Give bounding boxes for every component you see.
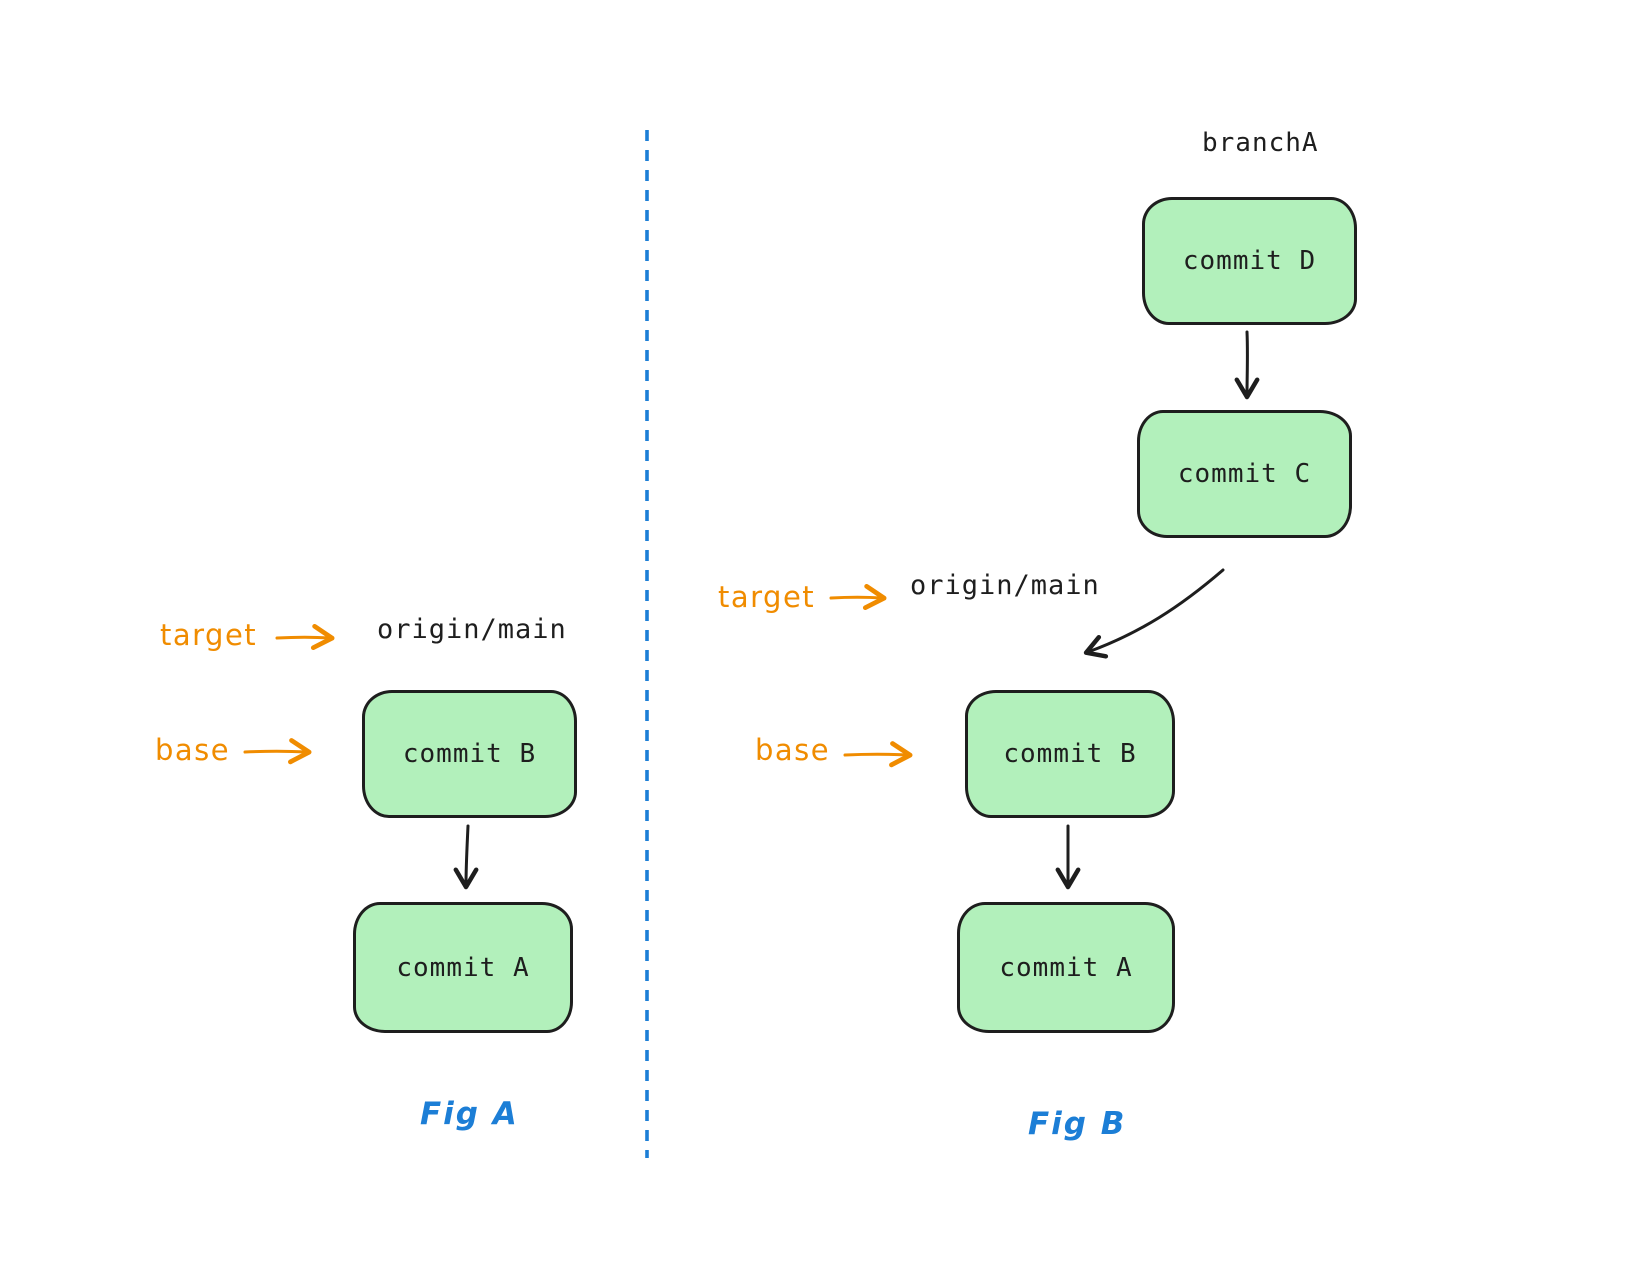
fig-a-node-commit-b: commit B — [362, 690, 577, 818]
fig-a-node-commit-b-label: commit B — [402, 739, 537, 769]
fig-b-node-commit-d-label: commit D — [1182, 246, 1317, 276]
fig-a-base-pointer-arrow — [243, 738, 312, 765]
fig-a-node-commit-a-label: commit A — [396, 952, 530, 983]
fig-b-base-label: base — [755, 733, 831, 767]
fig-b-target-label: target — [718, 580, 816, 614]
fig-a-target-label: target — [160, 618, 258, 652]
fig-b-node-commit-a: commit A — [957, 902, 1175, 1033]
fig-b-node-commit-c: commit C — [1137, 410, 1352, 538]
fig-b-origin-main-ref: origin/main — [910, 570, 1100, 601]
fig-a-origin-main-ref: origin/main — [377, 614, 567, 645]
fig-b-branch-label: branchA — [1202, 128, 1319, 158]
fig-a-caption: Fig A — [420, 1096, 519, 1132]
fig-b-node-commit-c-label: commit C — [1177, 459, 1312, 489]
fig-b-caption: Fig B — [1028, 1106, 1127, 1142]
fig-b-node-commit-b-label: commit B — [1003, 739, 1137, 769]
fig-b-node-commit-b: commit B — [965, 690, 1175, 818]
fig-a-base-label: base — [155, 733, 231, 767]
fig-a-arrow-commit-b-to-a — [453, 824, 479, 890]
fig-b-node-commit-d: commit D — [1142, 197, 1357, 325]
fig-a-target-pointer-arrow — [275, 623, 335, 651]
fig-b-base-pointer-arrow — [843, 741, 913, 768]
fig-b-target-pointer-arrow — [829, 583, 887, 611]
fig-b-node-commit-a-label: commit A — [999, 952, 1133, 983]
fig-b-curved-arrow-commit-c-to-b — [1083, 568, 1225, 659]
fig-a-node-commit-a: commit A — [353, 902, 573, 1033]
